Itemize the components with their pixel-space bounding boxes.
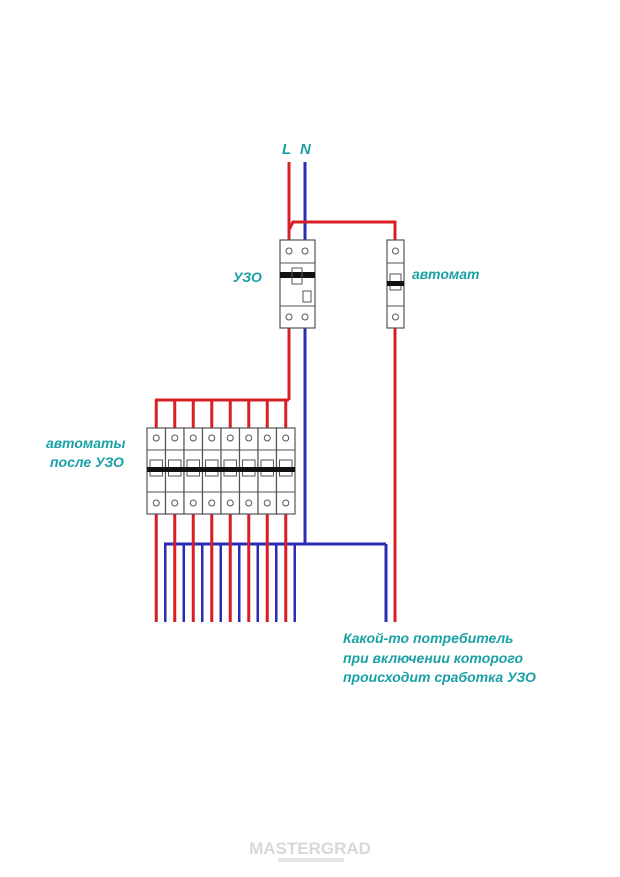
single-breaker bbox=[386, 239, 405, 329]
breaker-terminal bbox=[208, 499, 216, 507]
phase-wire-to-breaker bbox=[287, 220, 397, 240]
breakers-after-label-line1: автоматы bbox=[46, 435, 125, 451]
rcd-label: УЗО bbox=[233, 269, 262, 285]
labels: L N УЗО автомат автоматы после УЗО Какой… bbox=[46, 141, 536, 685]
breaker-terminal bbox=[226, 434, 234, 442]
rcd-terminal bbox=[285, 247, 293, 255]
rcd-terminal bbox=[301, 247, 309, 255]
breaker-terminal bbox=[245, 499, 253, 507]
breaker-terminal bbox=[263, 499, 271, 507]
rcd-device bbox=[279, 239, 316, 329]
line-L-label: L bbox=[282, 141, 291, 158]
consumer-note-line3: происходит сработка УЗО bbox=[343, 669, 536, 685]
breaker-terminal bbox=[282, 434, 290, 442]
single-breaker-lever-bar bbox=[387, 281, 404, 286]
wires bbox=[155, 162, 397, 622]
watermark-underline bbox=[278, 858, 344, 862]
breaker-row-lever-bar bbox=[147, 467, 295, 472]
breaker-terminal bbox=[245, 434, 253, 442]
rcd-lever-bar bbox=[280, 272, 315, 278]
breaker-terminal bbox=[152, 499, 160, 507]
breaker-terminal bbox=[171, 499, 179, 507]
breaker-terminal bbox=[152, 434, 160, 442]
breaker-terminal bbox=[171, 434, 179, 442]
breakers-after-rcd bbox=[146, 427, 296, 515]
breaker-terminal bbox=[208, 434, 216, 442]
rcd-lever-slot bbox=[291, 267, 303, 285]
consumer-note-line2: при включении которого bbox=[343, 650, 523, 666]
breaker-terminal bbox=[263, 434, 271, 442]
watermark: MASTERGRAD bbox=[249, 839, 371, 862]
single-breaker-terminal bbox=[392, 247, 399, 255]
rcd-test-button bbox=[302, 290, 312, 303]
line-N-label: N bbox=[300, 141, 312, 158]
single-breaker-terminal bbox=[392, 313, 399, 321]
rcd-terminal bbox=[285, 313, 293, 321]
breaker-terminal bbox=[189, 434, 197, 442]
rcd-terminal bbox=[301, 313, 309, 321]
watermark-text: MASTERGRAD bbox=[249, 839, 371, 858]
breaker-terminal bbox=[282, 499, 290, 507]
branch-wires bbox=[154, 400, 296, 622]
breaker-terminal bbox=[189, 499, 197, 507]
consumer-note-line1: Какой-то потребитель bbox=[343, 630, 513, 646]
breaker-label: автомат bbox=[412, 266, 479, 282]
breakers-after-label-line2: после УЗО bbox=[50, 454, 124, 470]
breaker-terminal bbox=[226, 499, 234, 507]
